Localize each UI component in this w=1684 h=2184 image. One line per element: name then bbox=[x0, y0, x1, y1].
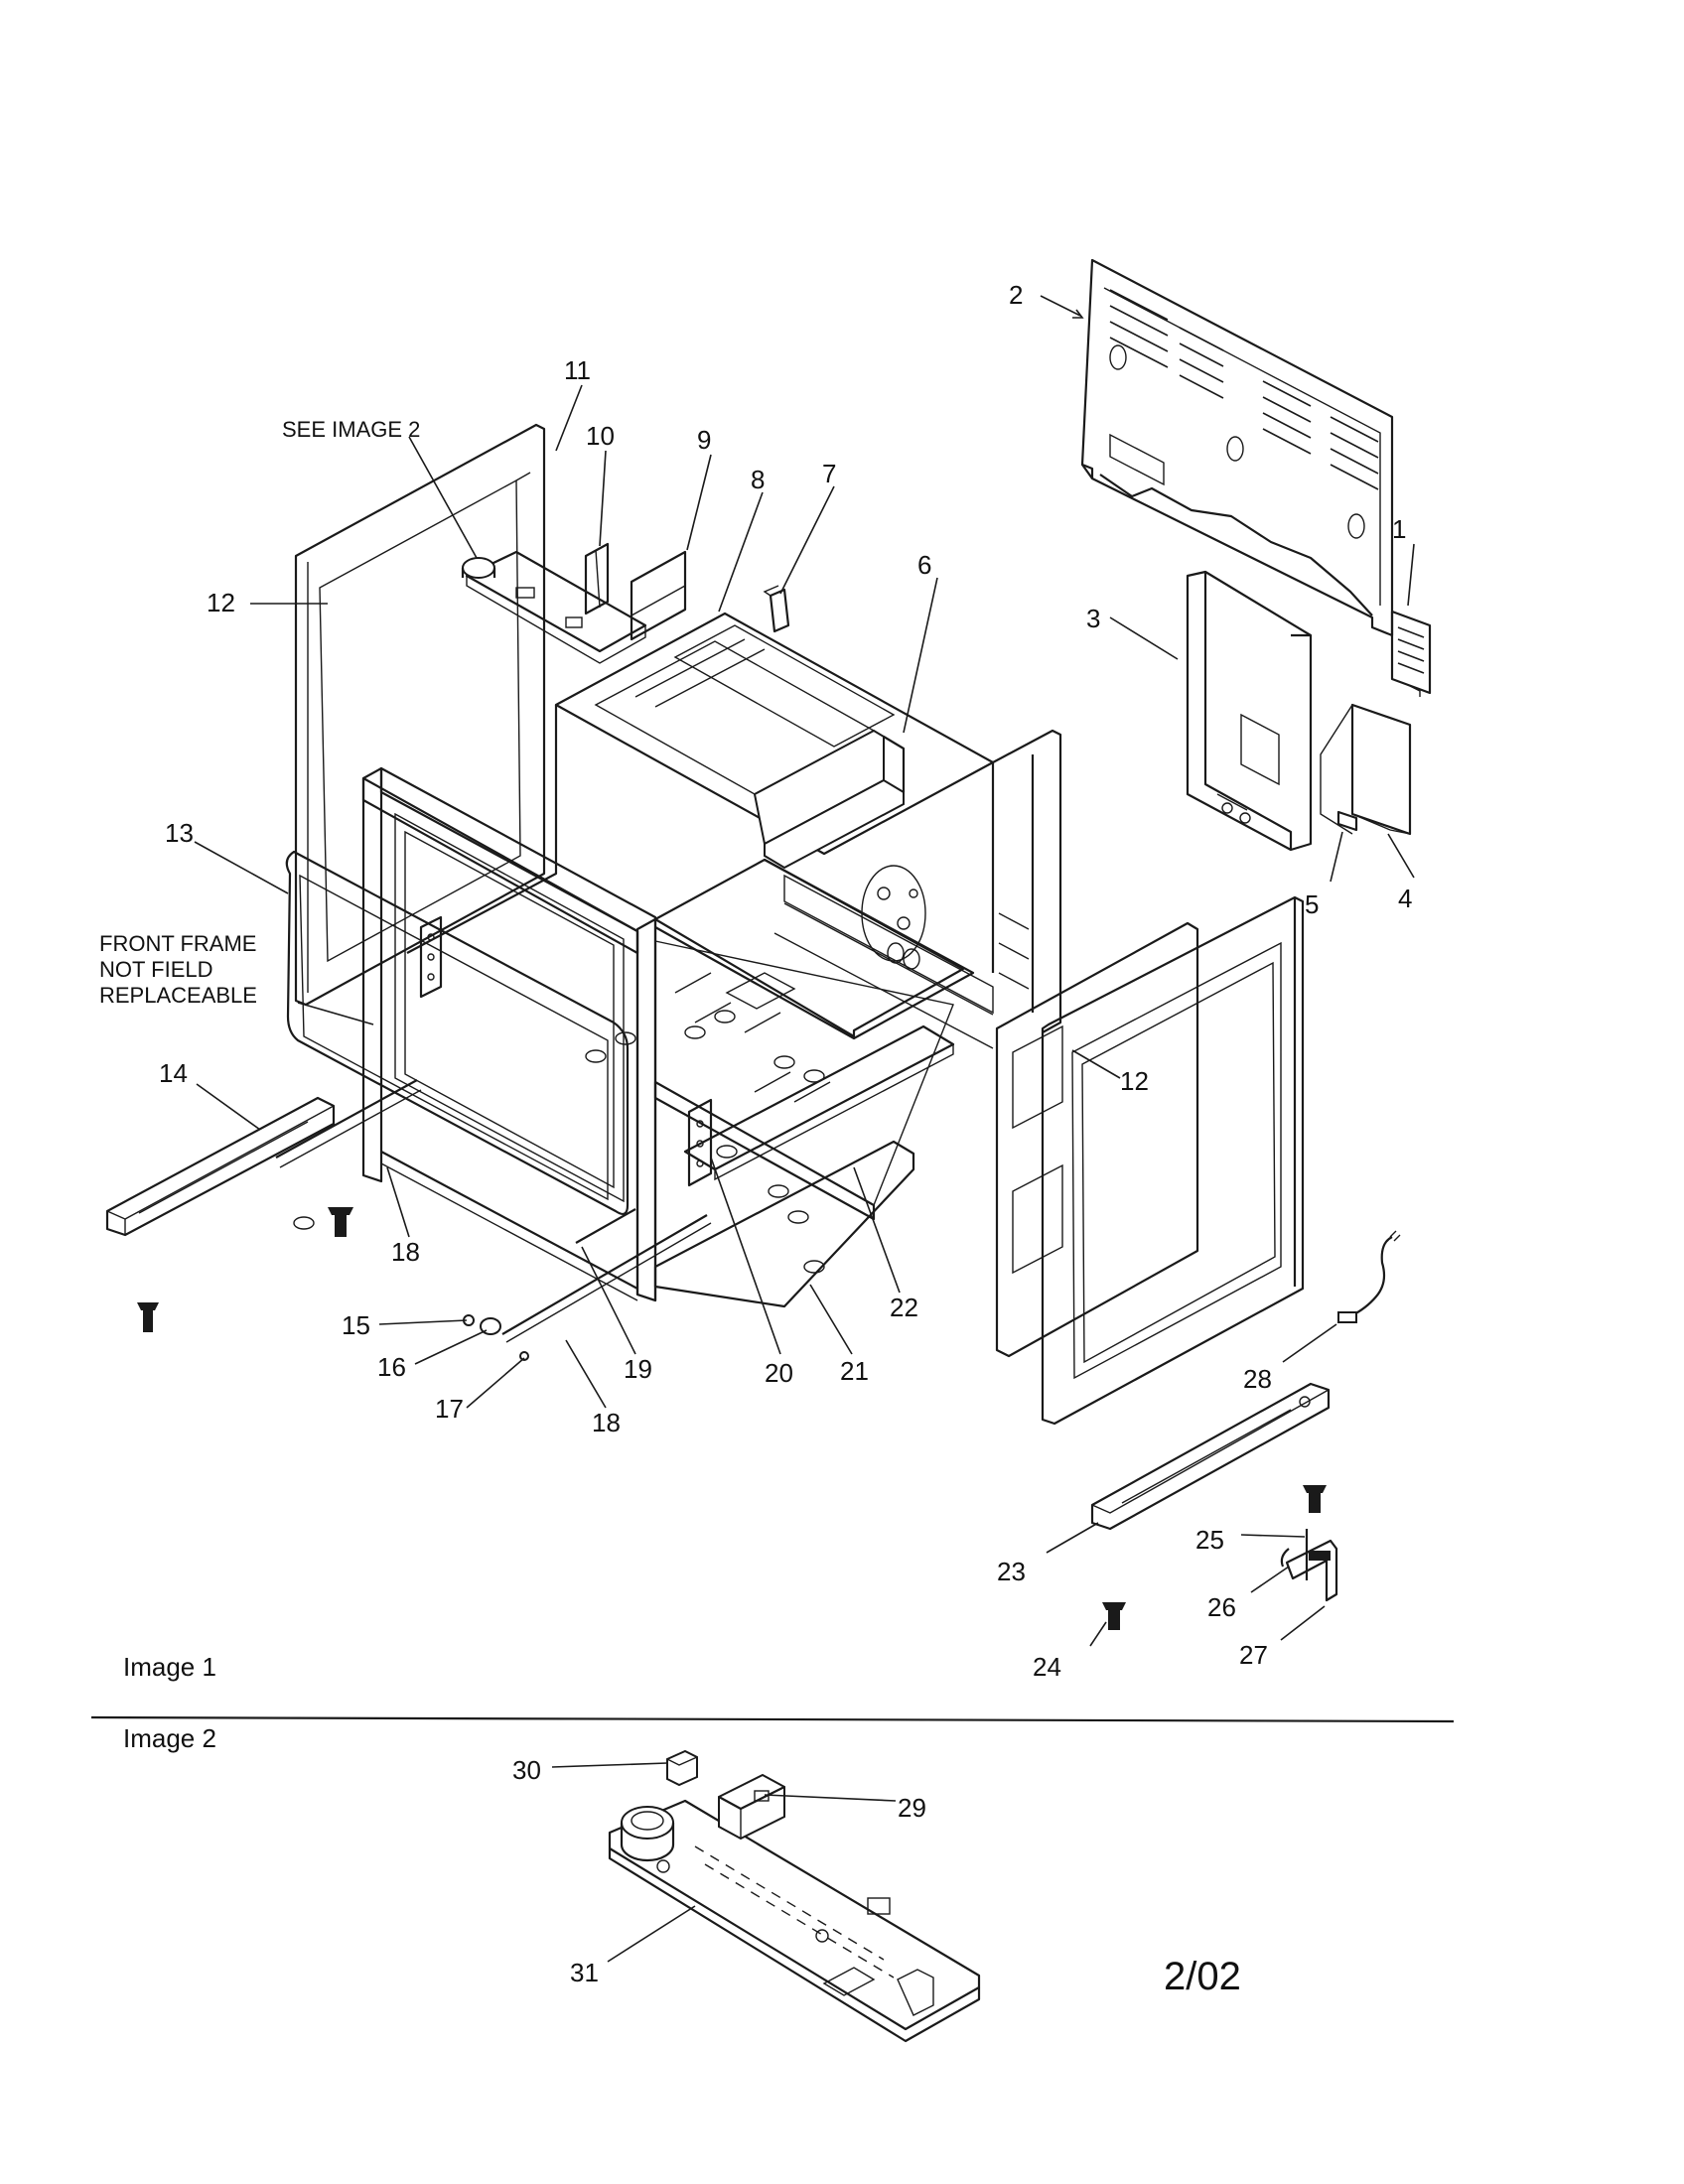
leader-lines bbox=[194, 295, 1415, 1963]
callout-21: 21 bbox=[840, 1356, 869, 1386]
part-1-vent-panel bbox=[1390, 610, 1432, 697]
left-hinge-bracket bbox=[419, 915, 443, 999]
part-18-rod-lower bbox=[501, 1214, 712, 1343]
callout-29: 29 bbox=[898, 1793, 926, 1823]
part-6-flue-duct bbox=[753, 729, 906, 870]
thermostat-dial bbox=[620, 1806, 675, 1862]
callout-15: 15 bbox=[342, 1310, 370, 1340]
callout-18-upper: 18 bbox=[391, 1237, 420, 1267]
callout-12-left: 12 bbox=[207, 588, 235, 617]
revision-date: 2/02 bbox=[1164, 1955, 1241, 1998]
part-12-right-side-panel bbox=[995, 895, 1305, 1426]
callout-18-lower: 18 bbox=[592, 1408, 621, 1437]
image-2-caption: Image 2 bbox=[123, 1723, 216, 1753]
front-frame-note-line1: FRONT FRAME bbox=[99, 931, 256, 956]
part-20-hinge bbox=[687, 1098, 713, 1187]
callout-labels: 1 2 3 4 5 6 7 8 9 10 11 12 12 13 14 15 1… bbox=[159, 280, 1412, 1987]
callout-12-right: 12 bbox=[1120, 1066, 1149, 1096]
callout-26: 26 bbox=[1207, 1592, 1236, 1622]
callout-23: 23 bbox=[997, 1557, 1026, 1586]
part-19-pin bbox=[575, 1208, 636, 1244]
oven-cavity bbox=[406, 705, 1062, 1049]
callout-3: 3 bbox=[1086, 604, 1100, 633]
callout-24: 24 bbox=[1033, 1652, 1061, 1682]
callout-20: 20 bbox=[765, 1358, 793, 1388]
front-frame bbox=[361, 766, 657, 1302]
part-23-base-rail bbox=[1090, 1382, 1331, 1531]
part-22-floor-plate bbox=[683, 1024, 955, 1181]
part-5-clip bbox=[1336, 810, 1358, 832]
callout-6: 6 bbox=[917, 550, 931, 580]
oven-floor bbox=[585, 858, 975, 1274]
part-18-rod-upper bbox=[275, 1079, 422, 1168]
callout-4: 4 bbox=[1398, 884, 1412, 913]
part-2-rear-panel bbox=[1080, 258, 1394, 637]
front-screw bbox=[293, 1207, 353, 1237]
callout-28: 28 bbox=[1243, 1364, 1272, 1394]
callout-13: 13 bbox=[165, 818, 194, 848]
front-frame-note-line3: REPLACEABLE bbox=[99, 983, 257, 1008]
see-image-2-note: SEE IMAGE 2 bbox=[282, 417, 420, 442]
part-24-screw bbox=[1102, 1602, 1126, 1630]
part-4-bracket bbox=[1320, 703, 1412, 836]
part-29-relay bbox=[718, 1773, 785, 1841]
callout-5: 5 bbox=[1305, 889, 1319, 919]
image-1-caption: Image 1 bbox=[123, 1652, 216, 1682]
control-bracket-assembly bbox=[461, 550, 647, 664]
part-28-wire-harness bbox=[1337, 1230, 1401, 1323]
part-26-switch bbox=[1280, 1548, 1290, 1568]
part-17-screw bbox=[519, 1351, 529, 1361]
callout-9: 9 bbox=[697, 425, 711, 455]
callout-11: 11 bbox=[564, 355, 591, 385]
callout-7: 7 bbox=[822, 459, 836, 488]
part-31-control-bracket bbox=[608, 1799, 981, 2043]
rear-screw bbox=[1303, 1485, 1327, 1513]
part-9-panel bbox=[630, 550, 687, 641]
part-11-left-side-panel bbox=[294, 423, 546, 1007]
part-27-switch-bracket bbox=[1285, 1539, 1338, 1602]
part-21-bottom-plate bbox=[653, 1140, 915, 1308]
callout-31: 31 bbox=[570, 1958, 599, 1987]
part-13-gasket bbox=[285, 850, 630, 1215]
callout-25: 25 bbox=[1195, 1525, 1224, 1555]
part-3-wiring-box bbox=[1186, 570, 1313, 852]
callout-1: 1 bbox=[1392, 514, 1406, 544]
callout-19: 19 bbox=[624, 1354, 652, 1384]
callout-30: 30 bbox=[512, 1755, 541, 1785]
callout-22: 22 bbox=[890, 1293, 918, 1322]
callout-14: 14 bbox=[159, 1058, 188, 1088]
captions: Image 1 Image 2 2/02 bbox=[123, 1652, 1241, 1998]
callout-17: 17 bbox=[435, 1394, 464, 1424]
callout-27: 27 bbox=[1239, 1640, 1268, 1670]
callout-8: 8 bbox=[751, 465, 765, 494]
callout-16: 16 bbox=[377, 1352, 406, 1382]
callout-10: 10 bbox=[586, 421, 615, 451]
part-14-base-rail bbox=[105, 1096, 336, 1237]
part-7-bracket bbox=[763, 585, 790, 633]
part-30-knob bbox=[666, 1749, 698, 1787]
front-frame-note-line2: NOT FIELD bbox=[99, 957, 213, 982]
section-divider bbox=[90, 1715, 1455, 1723]
leveling-leg-screw bbox=[137, 1302, 159, 1332]
callout-2: 2 bbox=[1009, 280, 1023, 310]
annotation-notes: SEE IMAGE 2 FRONT FRAME NOT FIELD REPLAC… bbox=[99, 417, 420, 1008]
